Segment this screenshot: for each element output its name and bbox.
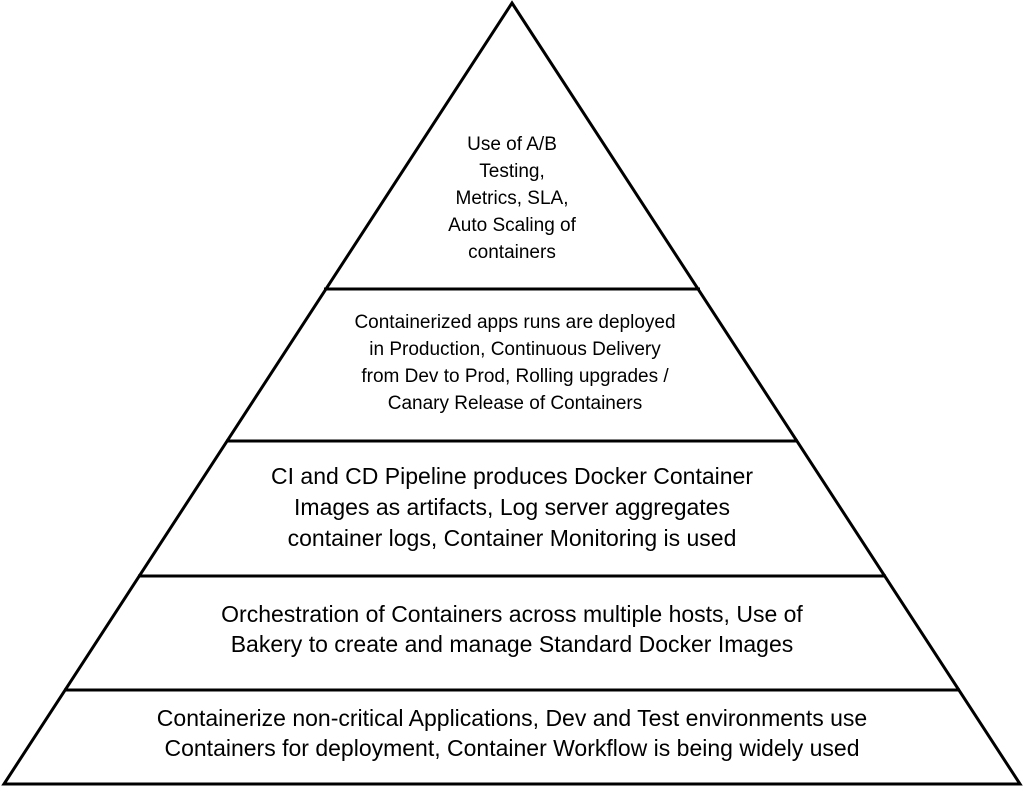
tier-4-line: from Dev to Prod, Rolling upgrades / [361,365,669,387]
tier-2-line: Orchestration of Containers across multi… [221,601,803,627]
tier-2-label: Orchestration of Containers across multi… [110,596,914,662]
tier-5-line: Use of A/B [467,133,557,155]
tier-5-line: Testing, [479,160,545,182]
tier-1-line: Containerize non-critical Applications, … [156,705,868,731]
tier-5-line: Auto Scaling of [448,214,576,236]
tier-5-line: containers [468,241,556,263]
tier-4-label: Containerized apps runs are deployed in … [300,305,730,420]
tier-3-line: CI and CD Pipeline produces Docker Conta… [271,463,753,489]
tier-4-line: Containerized apps runs are deployed [354,311,676,333]
tier-4-line: Canary Release of Containers [387,392,643,414]
tier-4-line: in Production, Continuous Delivery [369,338,661,360]
tier-2-line: Bakery to create and manage Standard Doc… [230,631,794,657]
tier-3-label: CI and CD Pipeline produces Docker Conta… [200,460,824,555]
tier-3-line: container logs, Container Monitoring is … [287,525,737,551]
tier-5-line: Metrics, SLA, [455,187,569,209]
tier-1-label: Containerize non-critical Applications, … [40,700,984,766]
tier-1-line: Containers for deployment, Container Wor… [164,735,860,761]
tier-5-label: Use of A/B Testing, Metrics, SLA, Auto S… [412,128,612,268]
tier-3-line: Images as artifacts, Log server aggregat… [294,494,730,520]
